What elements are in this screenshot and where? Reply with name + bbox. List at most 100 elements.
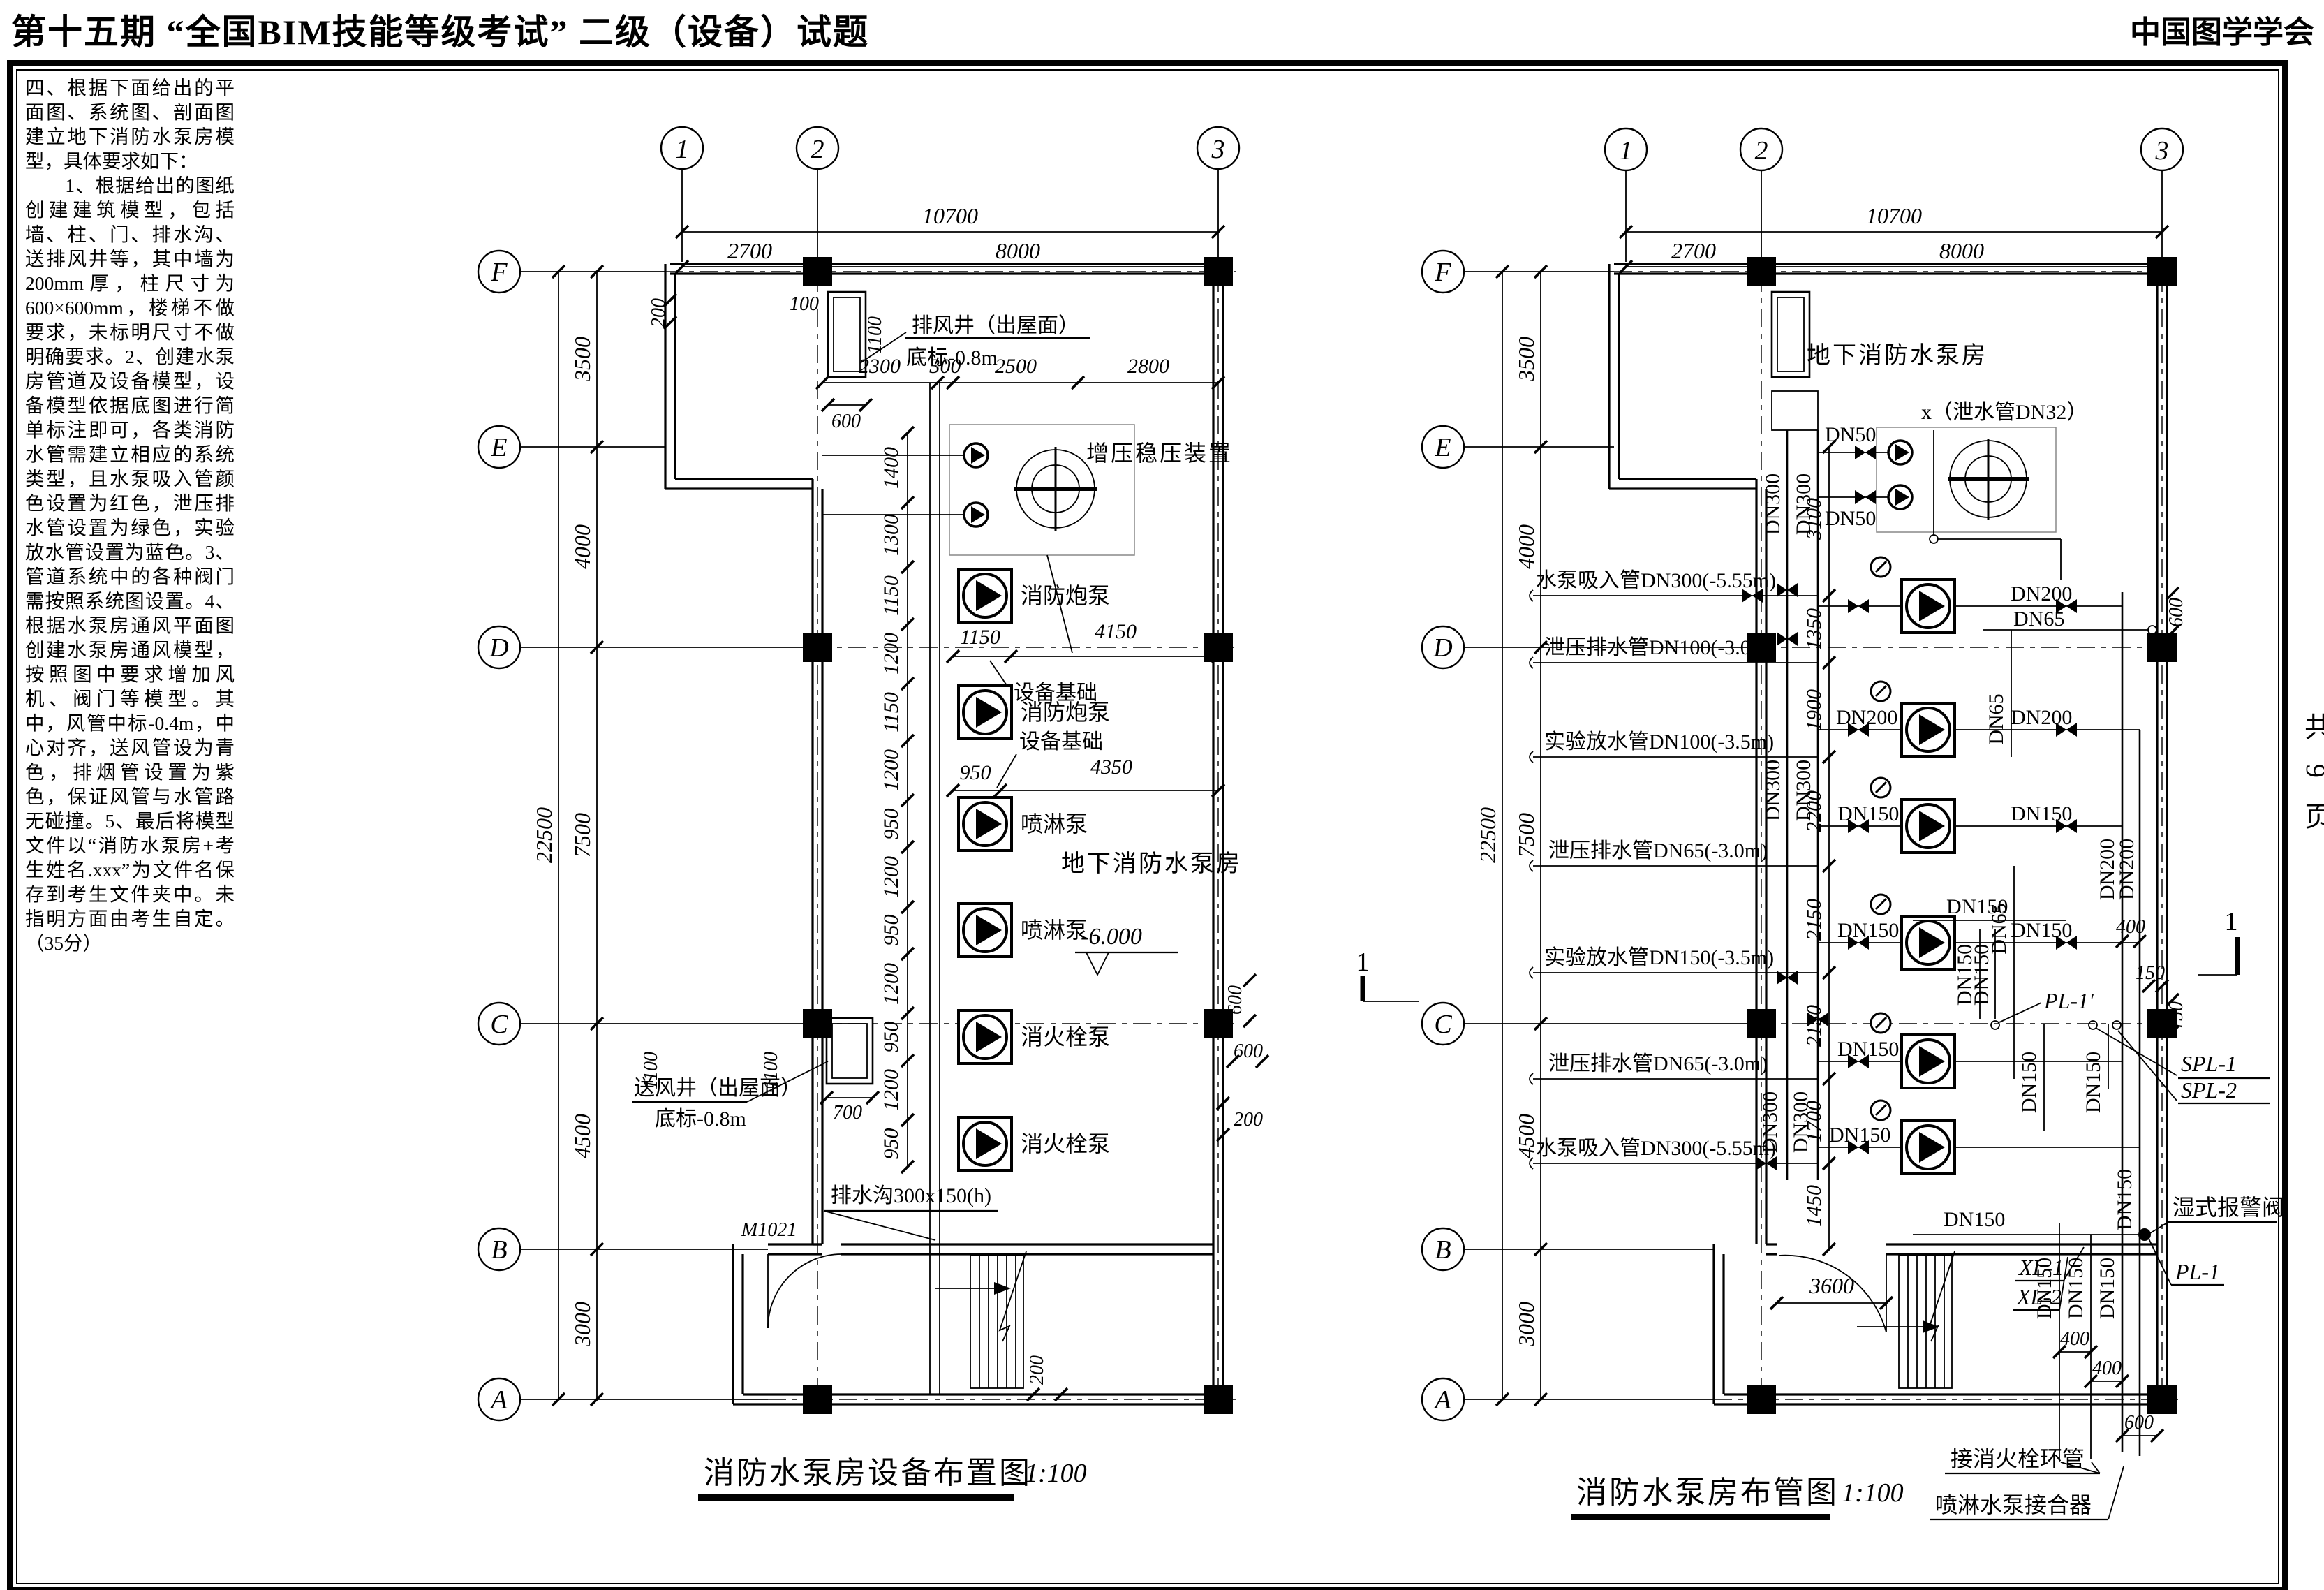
- pump-label: 喷淋泵: [1021, 811, 1088, 837]
- foundation-label: 设备基础: [1019, 730, 1103, 753]
- plan2-bottom-labels: 接消火栓环管 喷淋水泵接合器: [1930, 1446, 2124, 1521]
- dim-label: 1300: [880, 514, 903, 556]
- dim-label: 150: [2136, 962, 2165, 984]
- plan1-gutter-lines: [929, 383, 940, 1394]
- connection-label: 接消火栓环管: [1951, 1446, 2085, 1471]
- pipe-size-label: DN50: [1825, 507, 1876, 530]
- plan2-dim-labels: 10700 2700 8000 22500 3500 4000 7500 450…: [1475, 203, 1984, 1347]
- pipe-size-label: DN200: [2096, 839, 2119, 900]
- dim-label: 10700: [922, 203, 978, 228]
- pipe-label: 水泵吸入管DN300(-5.55m): [1536, 569, 1776, 592]
- dim-label: 3100: [1803, 498, 1826, 540]
- plan1-equipment-layout: 1 2 3 F E D C B A: [477, 126, 1270, 1501]
- grid-col-label: 2: [1755, 136, 1768, 165]
- dim-label: 3000: [570, 1302, 595, 1347]
- dim-label: 950: [880, 915, 903, 946]
- shaft-elevation: 底标-0.8m: [906, 346, 998, 369]
- dim-label: 600: [1234, 1040, 1263, 1062]
- plan2-shaft: [1770, 290, 1811, 378]
- dim-label: 600: [2124, 1412, 2154, 1434]
- pipe-size-label: DN150: [1953, 944, 1976, 1006]
- dim-label: 1700: [1803, 1101, 1826, 1142]
- dim-label: 2700: [727, 238, 772, 263]
- pipe-size-label: DN200: [2115, 839, 2138, 900]
- plan1-supply-shaft: 送风井（出屋面） 底标-0.8m 700 1100 1100: [632, 1017, 874, 1131]
- grid-row-label: F: [1434, 258, 1451, 287]
- grid-row-label: E: [490, 433, 507, 462]
- plan2-pumps: DN200 DN65 DN200 DN150 DN150 DN200 DN150…: [1818, 556, 2140, 1175]
- grid-row-label: B: [1435, 1235, 1451, 1265]
- dim-label: 1200: [880, 749, 903, 791]
- grid-row-label: E: [1434, 433, 1451, 462]
- device-label: 增压稳压装置: [1086, 441, 1233, 466]
- pipe-size-label: DN150: [2096, 1258, 2119, 1319]
- gutter-label: 排水沟300x150(h): [831, 1184, 991, 1207]
- pipe-size-label: DN300: [1792, 473, 1815, 535]
- riser-tag: SPL-2: [2181, 1077, 2237, 1103]
- pipe-size-label: DN300: [1761, 473, 1784, 535]
- pipe-size-label: DN150: [2011, 802, 2072, 825]
- pump-label: 消火栓泵: [1021, 1024, 1110, 1050]
- shaft-label: 排风井（出屋面）: [912, 314, 1079, 337]
- dim-label: 2500: [995, 355, 1037, 378]
- plan2-grid-lines: [1464, 170, 2163, 1400]
- grid-row-label: C: [1434, 1010, 1452, 1039]
- dim-label: 600: [1224, 985, 1246, 1015]
- dim-label: 4500: [1513, 1114, 1539, 1158]
- dim-label: 200: [1234, 1109, 1263, 1131]
- plan1-grid-lines: [520, 169, 1219, 1400]
- dim-label: 4000: [570, 524, 595, 569]
- plan2-suction-headers: DN300 DN300 DN300 DN300 DN300 DN300: [1759, 430, 1828, 1180]
- pipe-size-label: DN150: [1837, 1038, 1899, 1061]
- pipe-size-label: DN150: [2018, 1052, 2041, 1113]
- grid-row-label: D: [1433, 633, 1452, 663]
- pipe-size-label: DN65: [2013, 608, 2064, 631]
- dim-label: 1100: [864, 316, 886, 354]
- shaft-elevation: 底标-0.8m: [655, 1107, 746, 1131]
- dim-label: 1150: [880, 575, 903, 616]
- plan1-gutter-label: 排水沟300x150(h): [823, 1184, 998, 1241]
- dim-label: 1150: [880, 692, 903, 733]
- dim-label: 4350: [1090, 756, 1132, 779]
- pipe-size-label: DN150: [1829, 1124, 1890, 1147]
- grid-col-label: 3: [2155, 136, 2169, 165]
- shaft-label: 送风井（出屋面）: [634, 1077, 801, 1100]
- pipe-size-label: DN300: [1789, 1091, 1812, 1153]
- pipe-size-label: DN150: [2113, 1169, 2136, 1230]
- dim-label: 7500: [1513, 813, 1539, 857]
- plan2-small-dims: 600 400 150 150 3600 400 400 600: [1777, 598, 2187, 1436]
- door-label: M1021: [741, 1219, 797, 1241]
- dim-label: 200: [648, 298, 669, 327]
- dim-label: 22500: [1475, 807, 1500, 863]
- dim-label: 3500: [1513, 337, 1539, 382]
- dim-label: 2150: [1803, 1005, 1826, 1047]
- page-title: 第十五期 “全国BIM技能等级考试” 二级（设备）试题: [11, 13, 869, 52]
- pipe-size-label: DN200: [1836, 706, 1897, 729]
- dim-label: 1150: [960, 626, 1000, 649]
- grid-row-label: A: [1433, 1385, 1451, 1415]
- pipe-size-label: DN65: [1985, 693, 2008, 744]
- dim-label: 950: [880, 1022, 903, 1053]
- page-indicator: 第7页 共9页: [2295, 663, 2324, 853]
- plan2-section-markers: 1 1: [1356, 907, 2240, 1002]
- organization-name: 中国图学学会: [2130, 15, 2314, 50]
- pipe-size-label: DN150: [2082, 1052, 2105, 1113]
- drawing-frame: [7, 60, 2288, 1590]
- riser-tag: PL-1: [2175, 1259, 2220, 1284]
- plan1-dim-lines: [558, 231, 1218, 1399]
- exam-instructions: 四、根据下面给出的平面图、系统图、剖面图建立地下消防水泵房模型，具体要求如下： …: [25, 77, 235, 954]
- dim-label: 1200: [880, 856, 903, 898]
- section-number: 1: [2225, 907, 2238, 936]
- drawing-title: 消防水泵房设备布置图: [704, 1456, 1032, 1490]
- drawing-frame-inner: [16, 69, 2279, 1584]
- grid-col-label: 3: [1211, 135, 1225, 164]
- dim-label: 600: [831, 411, 861, 432]
- dim-label: 7500: [570, 813, 595, 857]
- pipe-size-label: DN150: [2033, 1258, 2056, 1319]
- dim-label: 2150: [1803, 899, 1826, 941]
- dim-label: 3000: [1513, 1302, 1539, 1347]
- plan1-dim-labels: 10700 2700 8000 22500 3500 4000 7500 450…: [531, 203, 1169, 1347]
- grid-col-label: 1: [676, 135, 689, 164]
- pipe-size-label: DN150: [1837, 802, 1899, 825]
